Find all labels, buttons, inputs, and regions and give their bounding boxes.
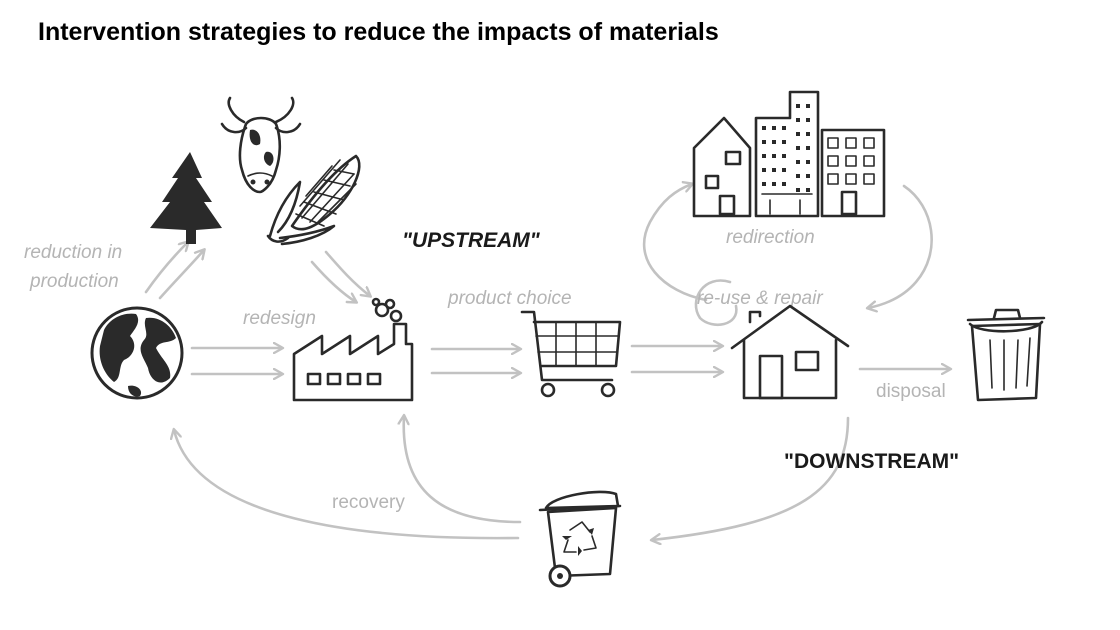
arrow-house-to-recycling bbox=[652, 416, 850, 540]
recycling-bin-icon bbox=[538, 490, 622, 588]
corn-icon bbox=[266, 154, 361, 246]
label-recovery: recovery bbox=[332, 492, 405, 513]
page-title: Intervention strategies to reduce the im… bbox=[38, 18, 719, 46]
shopping-cart-icon bbox=[520, 310, 622, 398]
arrow-buildings-to-house bbox=[868, 184, 933, 308]
arrow-recycling-to-globe bbox=[174, 430, 520, 540]
tree-icon bbox=[150, 152, 222, 244]
reuse-swirl bbox=[694, 279, 738, 326]
arrow-resources-to-factory bbox=[310, 260, 356, 302]
arrow-recycling-to-factory bbox=[404, 416, 522, 524]
label-production: production bbox=[29, 271, 119, 292]
factory-icon bbox=[292, 297, 414, 402]
flow-arrows bbox=[144, 184, 950, 540]
label-downstream: "DOWNSTREAM" bbox=[784, 450, 959, 473]
label-product-choice: product choice bbox=[447, 288, 572, 309]
label-disposal: disposal bbox=[876, 381, 946, 402]
label-reduction-in: reduction in bbox=[24, 242, 122, 263]
label-redirection: redirection bbox=[726, 227, 815, 248]
arrow-house-to-buildings bbox=[642, 184, 708, 302]
arrow-resources-to-factory-2 bbox=[324, 250, 370, 296]
arrow-globe-to-resources-2 bbox=[158, 250, 204, 300]
trash-can-icon bbox=[966, 308, 1046, 402]
label-redesign: redesign bbox=[243, 308, 316, 329]
globe-icon bbox=[90, 306, 184, 400]
cow-icon bbox=[220, 96, 302, 194]
buildings-icon bbox=[692, 90, 886, 218]
label-upstream: "UPSTREAM" bbox=[402, 229, 541, 252]
arrow-globe-to-resources bbox=[144, 242, 188, 294]
label-re-use-repair: re-use & repair bbox=[697, 288, 823, 309]
house-icon bbox=[730, 304, 850, 400]
